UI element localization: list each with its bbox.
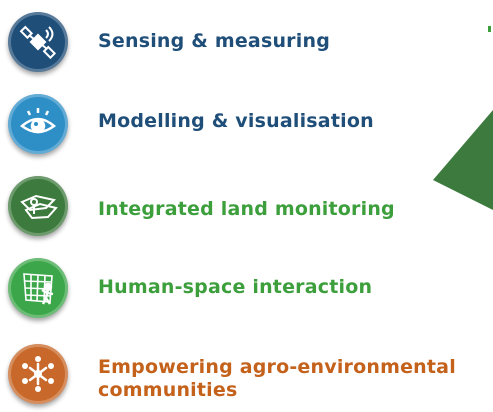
item-label: Modelling & visualisation bbox=[98, 110, 374, 132]
eye-icon bbox=[20, 108, 56, 134]
map-layers-badge bbox=[8, 176, 68, 236]
list-item: Empowering agro-environmental communitie… bbox=[0, 334, 493, 412]
decorative-mark bbox=[488, 26, 491, 32]
item-label: Sensing & measuring bbox=[98, 30, 330, 52]
item-label: Integrated land monitoring bbox=[98, 198, 395, 220]
list-item: Modelling & visualisation bbox=[0, 82, 493, 162]
satellite-icon bbox=[19, 25, 57, 60]
map-layers-icon bbox=[20, 194, 58, 220]
item-label-line2: communities bbox=[98, 379, 238, 401]
list-item: Integrated land monitoring bbox=[0, 166, 493, 246]
item-label: Empowering agro-environmental bbox=[98, 356, 456, 378]
list-item: Human-space interaction bbox=[0, 250, 493, 330]
community-icon bbox=[22, 356, 54, 392]
community-badge bbox=[8, 344, 68, 404]
decorative-triangle bbox=[433, 110, 493, 210]
item-label: Human-space interaction bbox=[98, 276, 373, 298]
list-item: Sensing & measuring bbox=[0, 0, 493, 80]
grid-person-badge bbox=[8, 258, 68, 318]
satellite-badge bbox=[8, 12, 68, 72]
grid-person-icon bbox=[23, 273, 54, 305]
eye-badge bbox=[8, 94, 68, 154]
